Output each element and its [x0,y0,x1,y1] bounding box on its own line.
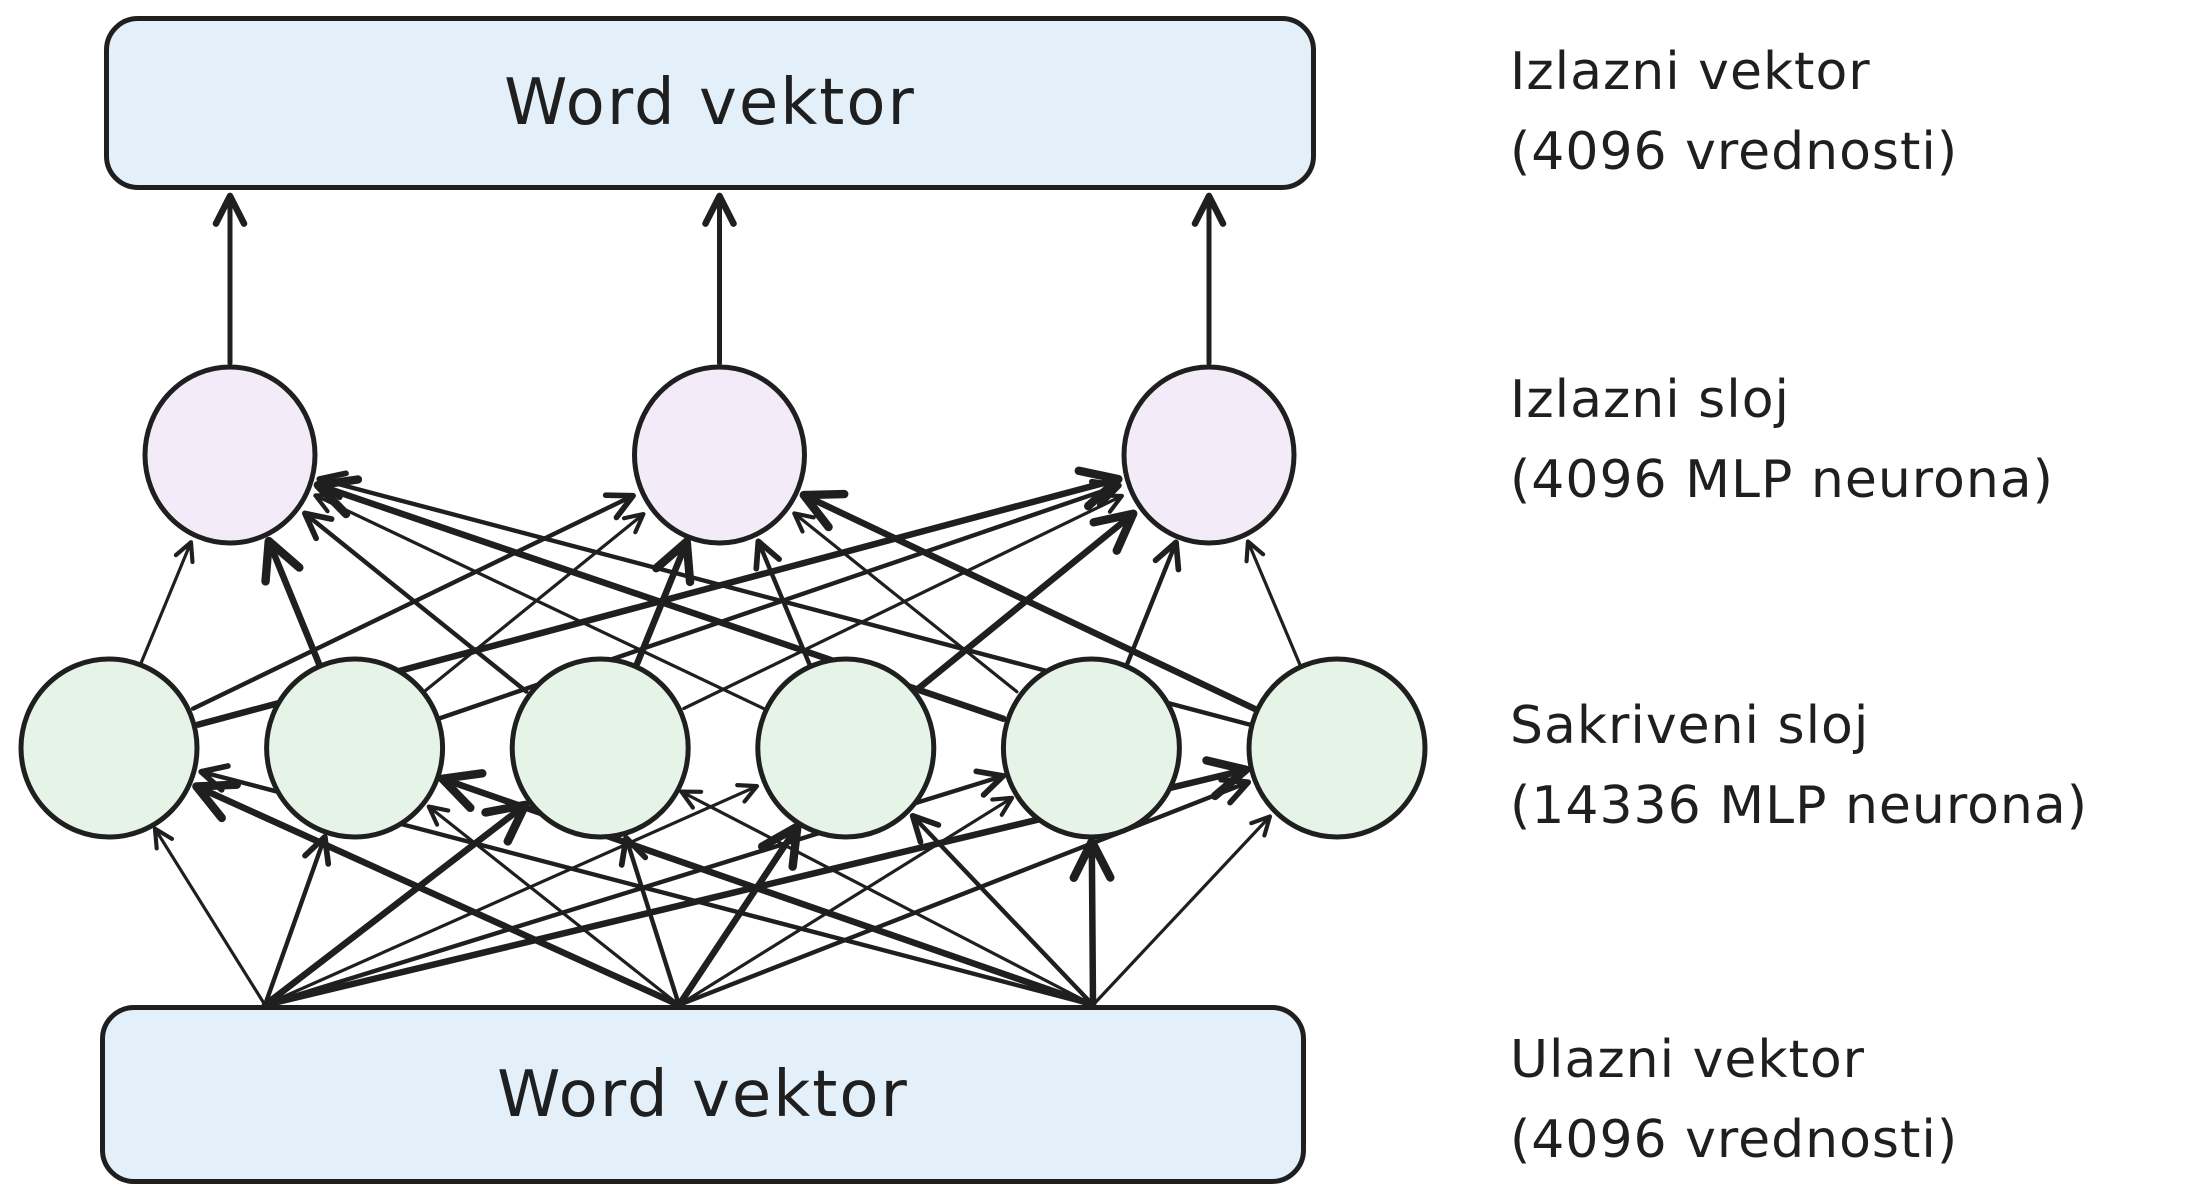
hidden-to-output-arrow [313,475,1007,722]
input-to-hidden-arrow [909,812,1096,1008]
input-to-hidden-arrow [676,776,1252,1008]
hidden-neuron [1246,656,1428,840]
input-vector-box: Word vektor [100,1005,1306,1184]
annotation-hidden-layer: Sakriveni sloj (14336 MLP neurona) [1510,686,2088,846]
hidden-to-output-arrow [682,493,1124,711]
hidden-to-output-arrow [261,536,323,668]
hidden-neuron [18,656,200,840]
output-layer [142,364,1297,546]
hidden-to-output-arrow [1244,539,1302,667]
hidden-to-output-arrow [190,492,636,711]
input-to-hidden-arrow [198,763,1096,1008]
hidden-to-output-arrow [313,492,766,711]
annotation-title: Sakriveni sloj [1510,696,1870,756]
hidden-to-output-arrow [316,470,1253,727]
input-to-hidden-arrow [261,756,1250,1009]
input-to-hidden-arrow [438,769,1097,1009]
hidden-layer [18,656,1428,840]
annotation-subtitle: (14336 MLP neurona) [1510,776,2089,836]
hidden-neuron [264,656,446,840]
input-to-hidden-arrow [263,783,760,1007]
output-neuron [632,364,807,546]
input-to-hidden-arrow [679,789,1095,1007]
hidden-to-output-arrow [194,466,1123,728]
annotation-subtitle: (4096 vrednosti) [1510,122,1959,182]
annotation-title: Izlazni sloj [1510,370,1790,430]
input-to-hidden-arrow [618,835,682,1008]
input-vector-box-label: Word vektor [497,1057,909,1132]
annotation-title: Izlazni vektor [1510,42,1871,102]
annotation-subtitle: (4096 MLP neurona) [1510,450,2054,510]
annotation-input-vector: Ulazni vektor (4096 vrednosti) [1510,1020,1958,1180]
hidden-to-output-arrow [633,537,695,667]
annotation-output-vector: Izlazni vektor (4096 vrednosti) [1510,32,1958,192]
input-to-hidden-arrow [261,800,530,1009]
hidden-to-output-arrow [423,511,646,693]
hidden-to-output-arrow [753,538,812,667]
connections [139,192,1302,1009]
input-to-hidden-arrow [262,768,1007,1008]
hidden-neuron [1000,656,1182,840]
hidden-neuron [509,656,691,840]
hidden-neuron [755,656,937,840]
annotation-subtitle: (4096 vrednosti) [1510,1110,1959,1170]
annotation-title: Ulazni vektor [1510,1030,1866,1090]
input-to-hidden-arrow [192,780,683,1009]
hidden-to-output-arrow [912,509,1138,695]
hidden-to-output-arrow [302,510,529,694]
annotation-output-layer: Izlazni sloj (4096 MLP neurona) [1510,360,2054,520]
input-to-hidden-arrow [262,833,332,1008]
output-neuron [142,364,318,546]
output-neuron [1121,364,1297,546]
hidden-to-output-arrow [799,489,1259,713]
input-to-hidden-arrow [152,826,267,1007]
hidden-to-output-arrow [139,540,195,666]
hidden-to-output-arrow [1125,539,1182,666]
output-vector-box-label: Word vektor [504,66,916,140]
hidden-to-output-arrow [792,511,1019,694]
input-to-hidden-arrow [675,822,802,1009]
input-to-hidden-arrow [426,804,681,1007]
input-to-hidden-arrow [677,795,1015,1007]
output-vector-box: Word vektor [104,16,1316,190]
hidden-to-output-arrow [436,478,1122,721]
input-to-hidden-arrow [1069,837,1115,1009]
input-to-hidden-arrow [1091,814,1273,1007]
